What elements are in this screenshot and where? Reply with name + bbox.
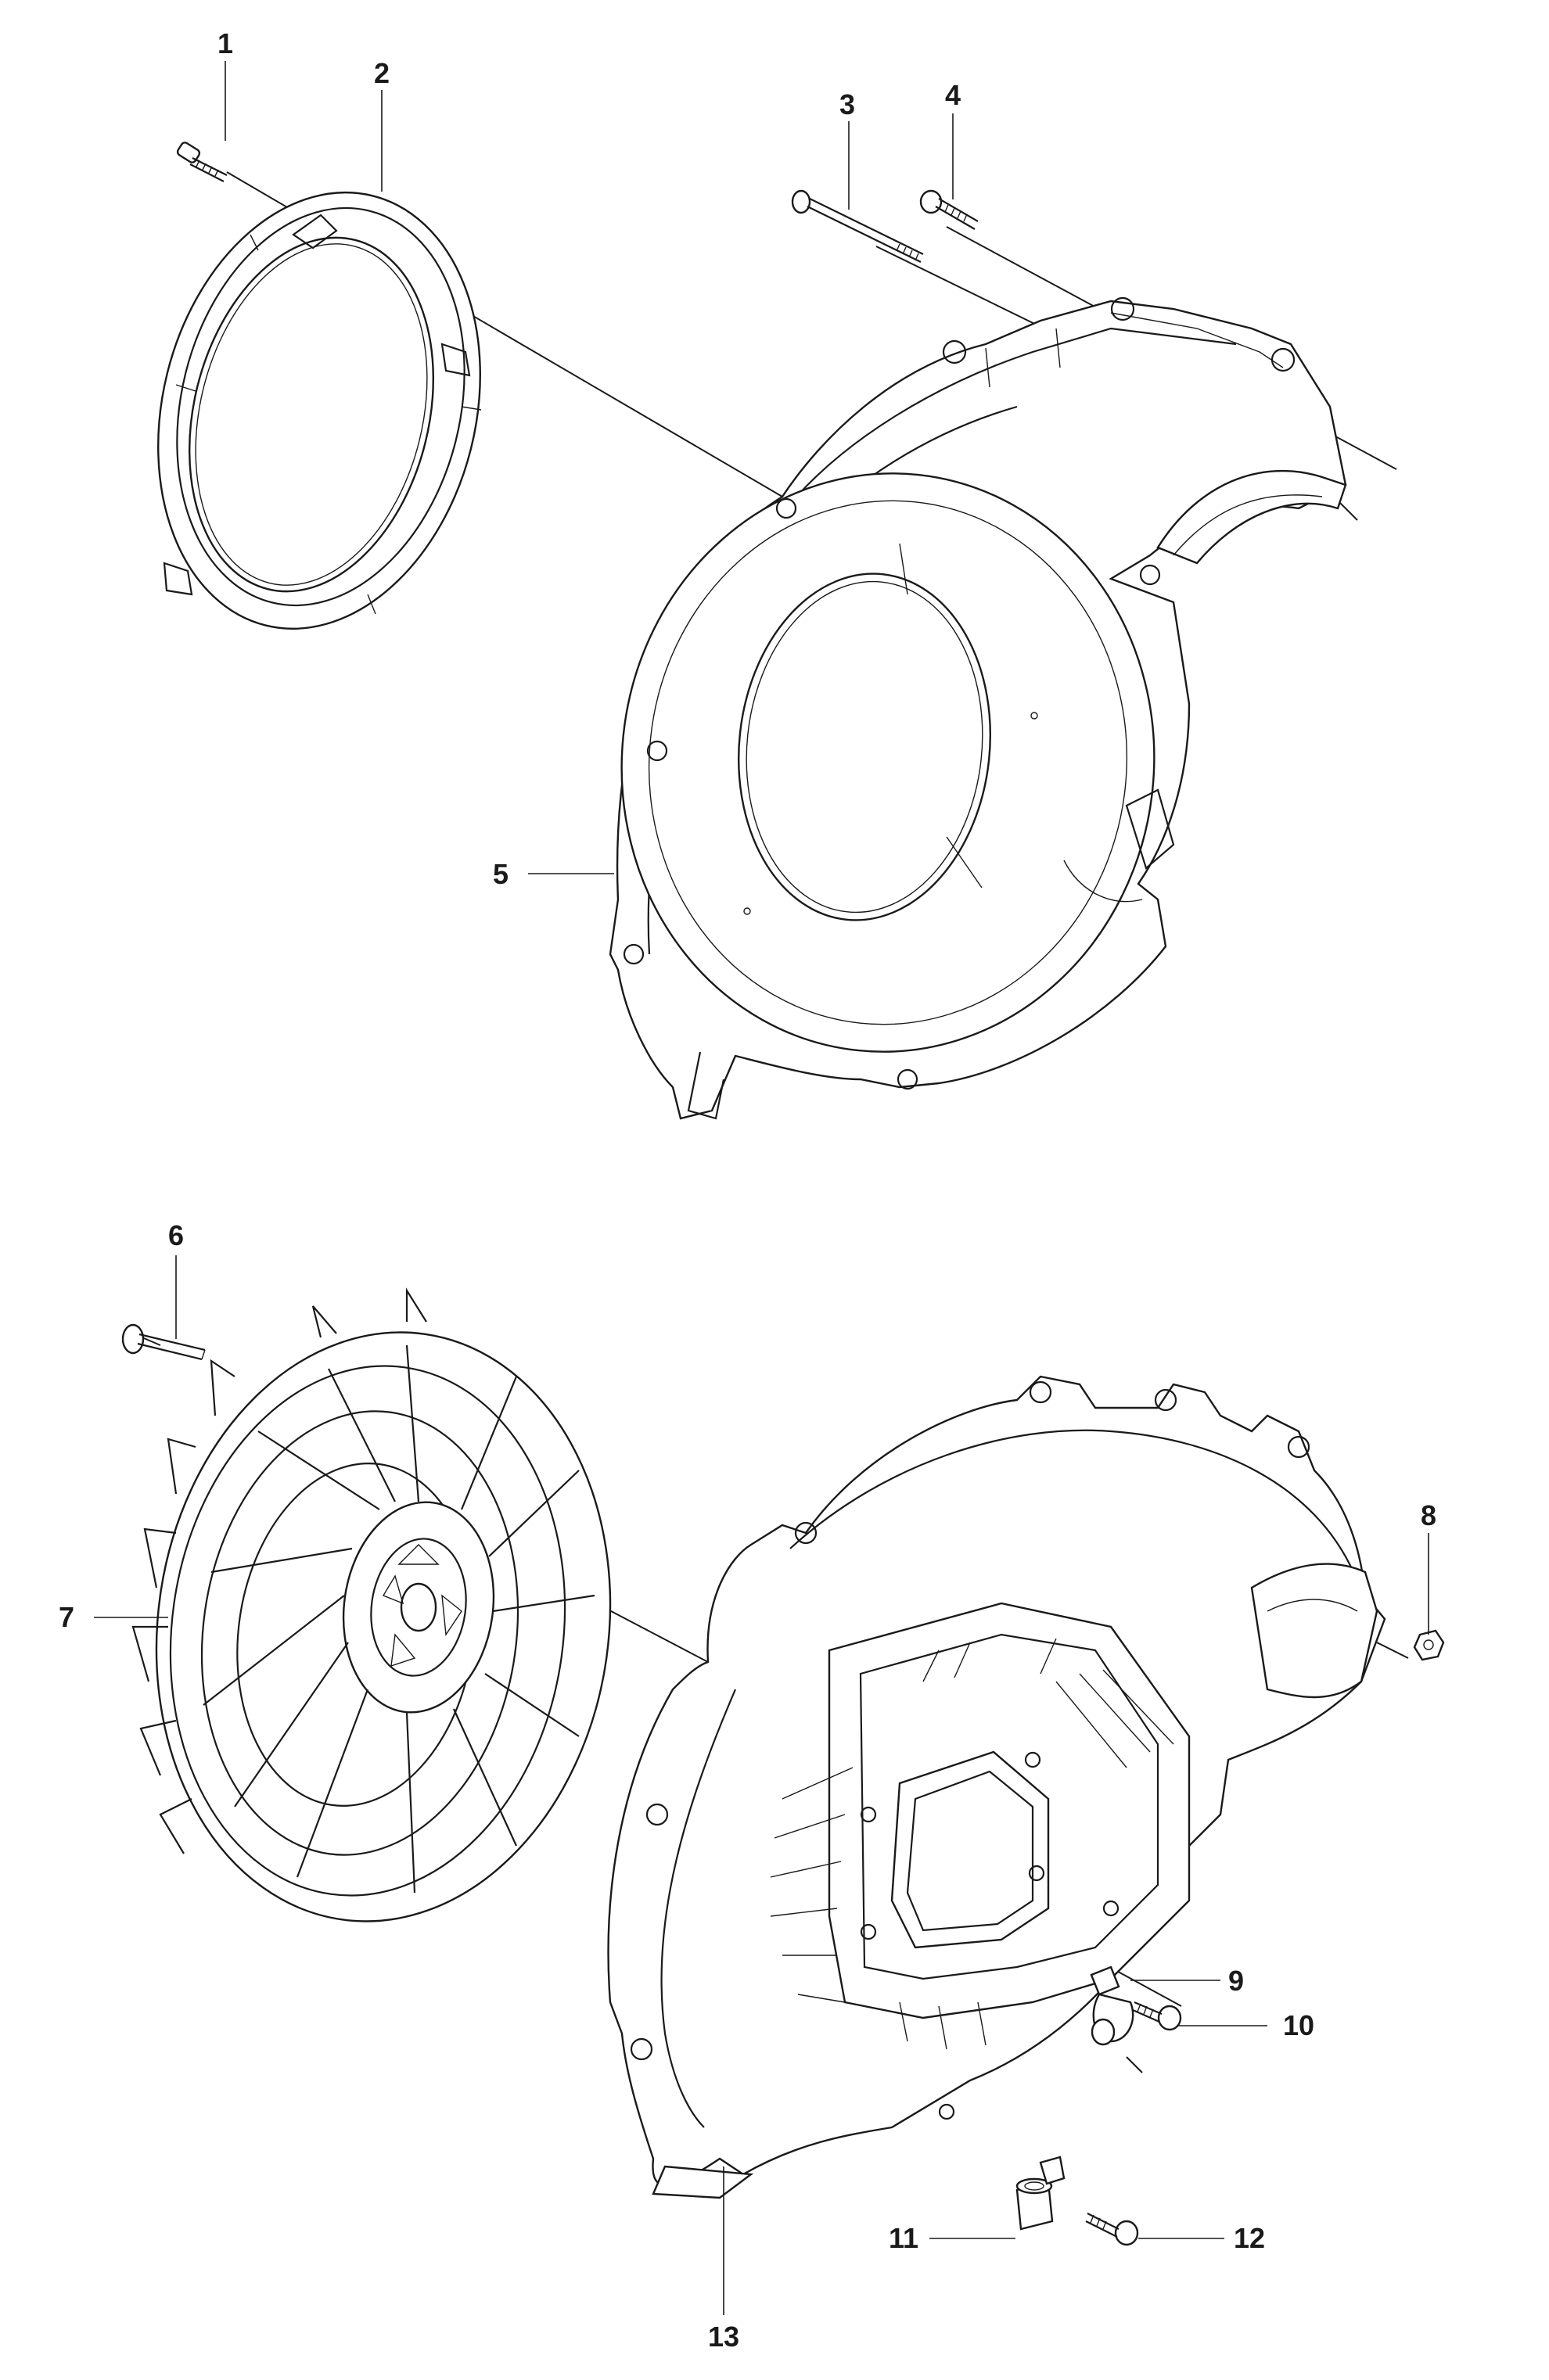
callout-7: 7: [59, 1601, 74, 1633]
callout-2: 2: [374, 57, 390, 89]
callout-9: 9: [1228, 1965, 1244, 1997]
callout-5: 5: [493, 858, 509, 890]
callout-1: 1: [217, 27, 233, 59]
part-5-fan-cover: [609, 296, 1347, 1120]
part-4-screw: [919, 189, 979, 230]
callout-4: 4: [945, 79, 961, 111]
part-13-blower-housing: [607, 1375, 1386, 2199]
callout-3: 3: [839, 88, 855, 120]
callout-8: 8: [1421, 1499, 1436, 1531]
callout-12: 12: [1234, 2222, 1265, 2254]
part-1-screw: [176, 142, 228, 182]
part-2-ring: [157, 191, 482, 630]
callout-13: 13: [708, 2321, 739, 2353]
callout-11: 11: [889, 2222, 918, 2254]
part-3-long-bolt: [791, 189, 924, 263]
part-6-bolt: [121, 1323, 206, 1361]
part-12-screw: [1085, 2213, 1139, 2246]
callout-10: 10: [1283, 2009, 1314, 2041]
callout-leaders: [94, 61, 1429, 2315]
part-11-sleeve: [1015, 2156, 1066, 2231]
part-7-impeller: [131, 1287, 612, 1922]
part-9-clamp: [1090, 1965, 1134, 2046]
callout-labels: 1 2 3 4 5 6 7 8 9 10 11 12 13: [59, 27, 1436, 2353]
callout-6: 6: [168, 1219, 184, 1251]
part-10-screw: [1132, 2001, 1182, 2031]
part-8-nut: [1413, 1629, 1445, 1661]
